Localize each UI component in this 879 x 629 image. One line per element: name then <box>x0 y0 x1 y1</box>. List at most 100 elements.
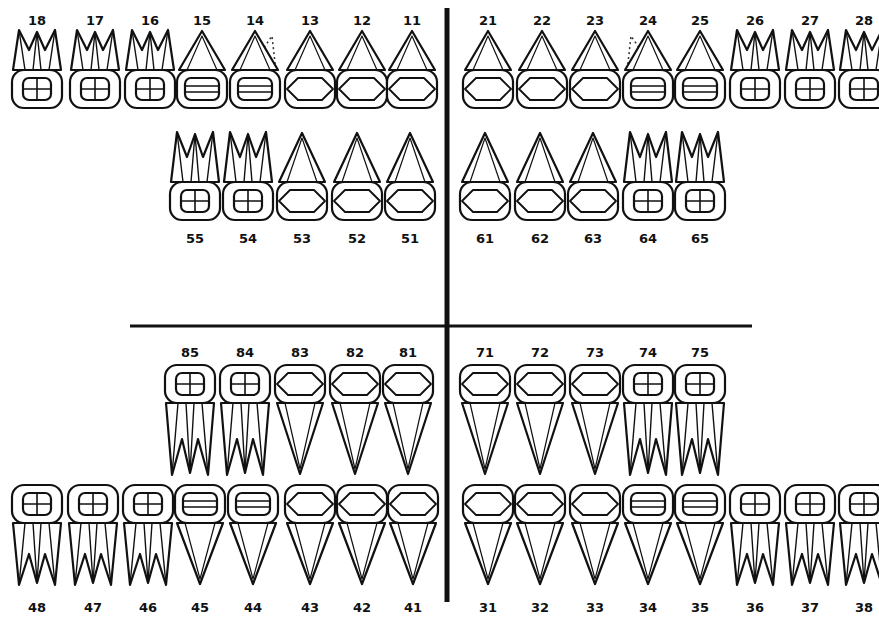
tooth-root <box>786 30 834 70</box>
tooth <box>388 485 438 584</box>
tooth-crown <box>570 365 620 403</box>
occlusal-surface <box>185 78 219 100</box>
root-line <box>525 403 555 469</box>
tooth-root <box>676 132 724 182</box>
tooth-crown <box>68 485 118 523</box>
tooth-number: 84 <box>236 346 254 359</box>
tooth-number: 45 <box>191 601 209 614</box>
root-line <box>737 30 773 70</box>
root-line <box>295 36 325 70</box>
tooth-crown <box>623 70 673 108</box>
tooth-root <box>572 31 618 70</box>
occlusal-surface <box>741 493 769 515</box>
tooth <box>68 485 118 585</box>
root-line <box>630 403 666 475</box>
fissure <box>634 190 662 212</box>
root-line <box>682 132 718 182</box>
tooth-crown <box>675 485 725 523</box>
tooth <box>675 132 725 220</box>
tooth-root <box>334 133 380 182</box>
tooth <box>570 365 620 474</box>
tooth-root <box>517 133 563 182</box>
tooth-root <box>624 403 672 475</box>
occlusal-surface <box>796 493 824 515</box>
tooth <box>277 133 327 220</box>
tooth-crown <box>383 365 433 403</box>
tooth <box>517 31 567 108</box>
tooth-crown <box>623 182 673 220</box>
root-line <box>580 403 610 469</box>
tooth-root <box>124 523 172 585</box>
tooth <box>337 485 387 584</box>
tooth <box>12 485 62 585</box>
tooth <box>125 30 175 108</box>
tooth-number: 53 <box>293 232 311 245</box>
tooth-number: 15 <box>193 14 211 27</box>
tooth-crown <box>570 70 620 108</box>
tooth-root <box>519 31 565 70</box>
incisal-edge <box>339 78 385 100</box>
tooth-root <box>69 523 117 585</box>
tooth-crown <box>330 365 380 403</box>
occlusal-surface <box>686 373 714 395</box>
tooth-root <box>570 133 616 182</box>
occlusal-surface <box>134 493 162 515</box>
tooth-root <box>71 30 119 70</box>
root-line <box>240 36 270 70</box>
tooth <box>515 365 565 474</box>
tooth <box>730 485 780 585</box>
tooth-number: 73 <box>586 346 604 359</box>
tooth-crown <box>285 70 335 108</box>
tooth-number: 75 <box>691 346 709 359</box>
tooth <box>675 31 725 108</box>
incisal-edge <box>572 78 618 100</box>
tooth-number: 54 <box>239 232 257 245</box>
fissure <box>796 78 824 100</box>
tooth-root <box>390 523 436 584</box>
tooth-crown <box>515 182 565 220</box>
tooth <box>515 133 565 220</box>
root-line <box>578 138 608 182</box>
root-line <box>19 30 55 70</box>
tooth-root <box>387 133 433 182</box>
jaw-divider <box>130 325 752 328</box>
tooth-root <box>517 523 563 584</box>
tooth <box>285 31 335 108</box>
occlusal-surface <box>236 493 270 515</box>
tooth <box>515 485 565 584</box>
tooth <box>623 485 673 584</box>
root-line <box>238 523 268 579</box>
tooth-root <box>385 403 431 474</box>
tooth-root <box>177 523 223 584</box>
fissure <box>81 78 109 100</box>
tooth-number: 85 <box>181 346 199 359</box>
occlusal-surface <box>850 493 878 515</box>
root-line <box>227 403 263 475</box>
root-line <box>580 523 610 579</box>
incisal-edge <box>462 190 508 212</box>
tooth <box>460 133 510 220</box>
fissure <box>634 373 662 395</box>
occlusal-surface <box>234 190 262 212</box>
tooth <box>463 31 513 108</box>
tooth-number: 23 <box>586 14 604 27</box>
root-line <box>75 523 111 585</box>
root-line <box>525 523 555 579</box>
incisal-edge <box>572 493 618 515</box>
tooth-crown <box>12 70 62 108</box>
incisal-edge <box>277 373 323 395</box>
tooth <box>623 365 673 475</box>
fissure <box>236 501 270 507</box>
tooth <box>568 133 618 220</box>
fissure <box>181 190 209 212</box>
tooth-root <box>179 31 225 70</box>
tooth-crown <box>675 365 725 403</box>
occlusal-surface <box>183 493 217 515</box>
tooth-root <box>731 523 779 585</box>
tooth-number: 62 <box>531 232 549 245</box>
tooth <box>285 485 335 584</box>
fissure <box>741 78 769 100</box>
tooth <box>387 31 437 108</box>
tooth-crown <box>568 182 618 220</box>
tooth-number: 81 <box>399 346 417 359</box>
